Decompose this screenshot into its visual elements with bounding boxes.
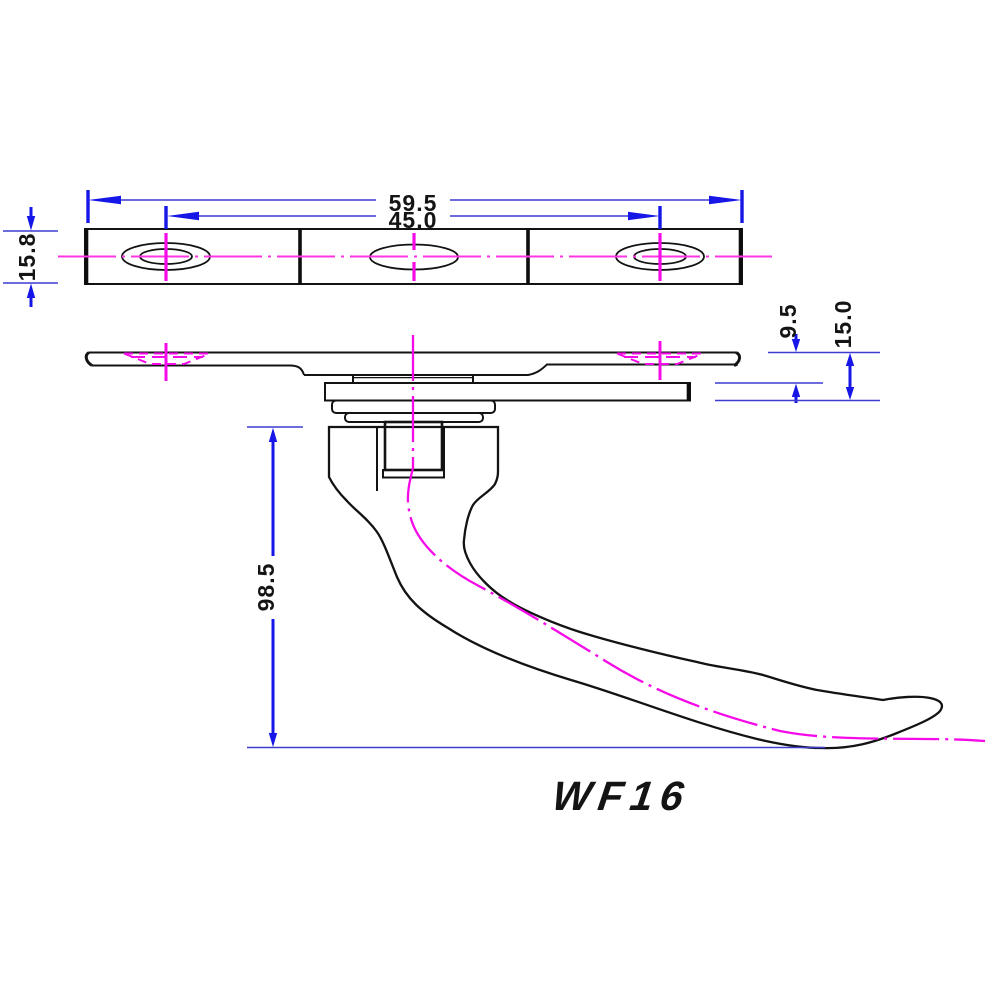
arrow-right-icon [628, 211, 660, 221]
plate-left-end [84, 351, 93, 367]
dim-tick [86, 190, 90, 223]
nose-bar [324, 382, 691, 402]
arrow-down-icon [268, 733, 278, 747]
arrow-up-icon [845, 353, 855, 366]
plate-bottom-left [92, 364, 305, 376]
dimension-handle-length: 98.5 [247, 426, 825, 749]
top-view: 59.5 45.0 15.8 [3, 190, 772, 307]
dim-value-handle-length: 98.5 [253, 563, 279, 612]
dim-value-overall-width: 59.5 [389, 190, 438, 216]
arrow-down-icon [791, 339, 801, 352]
dimension-plate-width: 15.8 [3, 207, 58, 307]
dim-tick [164, 206, 168, 229]
handle-outline [327, 425, 944, 750]
arrow-down-icon [26, 216, 36, 231]
dim-tick [658, 206, 662, 229]
dimension-overall-depth: 15.0 [715, 300, 880, 402]
dim-value-collar-height: 9.5 [775, 304, 801, 339]
dim-value-hole-centres: 45.0 [389, 207, 438, 233]
dim-value-overall-depth: 15.0 [830, 300, 856, 349]
handle-centerline [406, 335, 986, 743]
dimension-hole-centres: 45.0 [164, 206, 662, 233]
arrow-down-icon [845, 387, 855, 400]
arrow-left-icon [167, 211, 199, 221]
plate-right-end [733, 351, 741, 367]
arrow-up-icon [26, 283, 36, 298]
dimension-overall-width: 59.5 [86, 190, 744, 223]
dim-value-plate-width: 15.8 [14, 233, 40, 282]
side-view: 9.5 15.0 98.5 [84, 300, 986, 750]
arrow-left-icon [88, 195, 121, 205]
dimension-collar-height: 9.5 [715, 304, 880, 403]
dim-tick [740, 190, 744, 223]
arrow-up-icon [268, 427, 278, 442]
arrow-up-icon [791, 383, 801, 397]
plate-bottom-right [304, 363, 734, 376]
arrow-right-icon [709, 195, 742, 205]
product-code-label: WF16 [550, 773, 694, 819]
